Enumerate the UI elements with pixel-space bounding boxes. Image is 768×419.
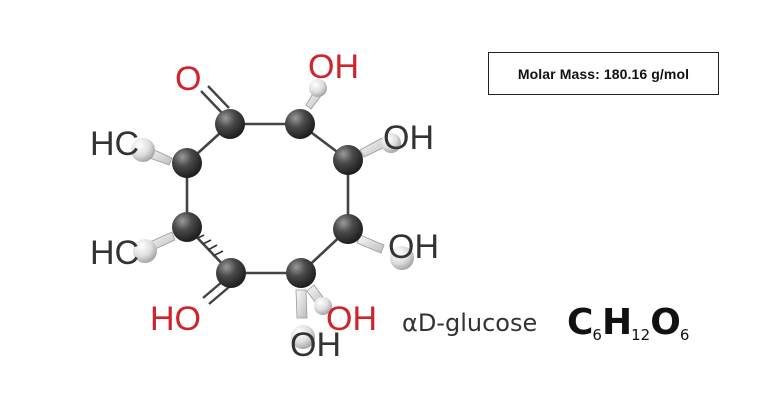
molecular-formula: C6H12O6 xyxy=(567,302,689,344)
hydrogen-atom xyxy=(291,325,315,349)
formula-symbol: C xyxy=(567,302,593,343)
bond xyxy=(202,239,212,245)
methine-label: HC xyxy=(90,125,139,163)
hydrogen-atom xyxy=(381,133,401,153)
bond xyxy=(200,90,223,114)
carbon-atom xyxy=(215,109,245,139)
formula-count: 6 xyxy=(679,326,690,344)
ring-bonds xyxy=(185,122,350,275)
bond xyxy=(212,250,224,257)
hydroxyl-label: OH xyxy=(290,326,341,364)
hydroxyl-label: HO xyxy=(150,300,201,338)
bond xyxy=(207,85,230,109)
formula-symbol: O xyxy=(650,302,681,343)
molar-mass-text: Molar Mass: 180.16 g/mol xyxy=(517,65,690,82)
hydroxyl-label: OH xyxy=(326,300,377,338)
hydroxyl-label: OH xyxy=(383,119,434,157)
hydrogen-atom xyxy=(390,246,414,270)
carbon-atom xyxy=(286,258,316,288)
formula-count: 6 xyxy=(592,326,602,344)
bond xyxy=(202,280,224,299)
hydrogen-stubs xyxy=(146,86,388,319)
hydrogen-atom xyxy=(314,297,332,315)
molar-mass-box: Molar Mass: 180.16 g/mol xyxy=(488,52,719,95)
carbon-atoms xyxy=(172,109,363,288)
carbon-atom xyxy=(172,148,202,178)
h-stub xyxy=(295,289,308,319)
hydrogen-atom xyxy=(133,239,157,263)
hydroxyl-label: OH xyxy=(308,48,359,86)
hydrogen-atoms xyxy=(131,79,414,349)
carbon-atom xyxy=(333,145,363,175)
hydrogen-atom xyxy=(131,138,155,162)
double-bonds xyxy=(200,85,230,305)
hydroxyl-label: OH xyxy=(388,228,439,266)
formula-count: 12 xyxy=(631,326,651,344)
oxygen-label: O xyxy=(175,60,201,98)
hydrogen-atom xyxy=(309,79,327,97)
h-stub xyxy=(356,234,385,254)
methine-label: HC xyxy=(90,234,139,272)
atom-labels: O OH OH OH OH OH HO HC HC xyxy=(90,48,439,364)
molecule-name: αD-glucose xyxy=(402,309,538,337)
carbon-atom xyxy=(216,258,246,288)
formula-symbol: H xyxy=(601,302,632,343)
carbon-atom xyxy=(285,109,315,139)
carbon-atom xyxy=(172,212,202,242)
bond xyxy=(207,244,218,251)
carbon-atom xyxy=(333,214,363,244)
bond xyxy=(208,286,230,305)
bond xyxy=(197,234,205,239)
